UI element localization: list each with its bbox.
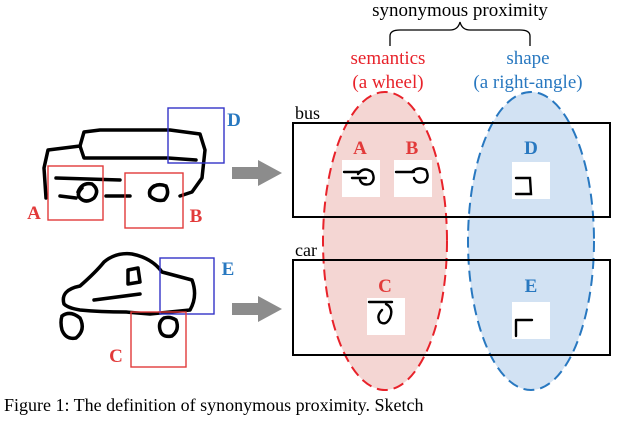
semantics-ellipse (322, 91, 448, 391)
bus-wheel-strokes (76, 181, 170, 203)
shape-sublabel: (a right-angle) (473, 72, 582, 93)
patch-E-stroke (514, 318, 534, 338)
header-brace (389, 21, 531, 46)
patch-label-C: C (378, 276, 392, 297)
car-arrow (232, 296, 282, 322)
patch-B-stroke (394, 167, 429, 184)
car-label-C: C (109, 346, 123, 367)
figure-caption: Figure 1: The definition of synonymous p… (4, 395, 423, 415)
semantics-label: semantics (351, 48, 426, 69)
car-row-box (292, 259, 611, 356)
semantics-sublabel: (a wheel) (352, 72, 423, 93)
bus-arrow (232, 160, 282, 186)
patch-label-D: D (524, 138, 538, 159)
patch-A-stroke (342, 168, 375, 186)
bus-label-B: B (190, 206, 203, 227)
bus-sketch (42, 128, 207, 200)
bus-row-box (292, 122, 611, 218)
car-row-label: car (295, 240, 317, 260)
bus-label-A: A (27, 203, 41, 224)
car-sketch (59, 251, 197, 341)
bus-label-D: D (227, 110, 241, 131)
car-wheel-stroke (157, 315, 180, 339)
patch-label-E: E (525, 276, 538, 297)
bus-box-B (124, 172, 184, 229)
car-box-E (159, 257, 215, 315)
patch-D-stroke (514, 176, 533, 196)
patch-C-stroke (367, 300, 394, 325)
bus-box-D (167, 107, 225, 164)
patch-label-A: A (353, 138, 367, 159)
car-label-E: E (222, 259, 235, 280)
shape-label: shape (506, 48, 549, 69)
patch-label-B: B (406, 138, 419, 159)
bus-box-A (47, 165, 104, 221)
header-title: synonymous proximity (372, 0, 548, 21)
shape-ellipse (467, 91, 595, 391)
bus-row-label: bus (295, 103, 320, 123)
car-box-C (130, 311, 187, 368)
